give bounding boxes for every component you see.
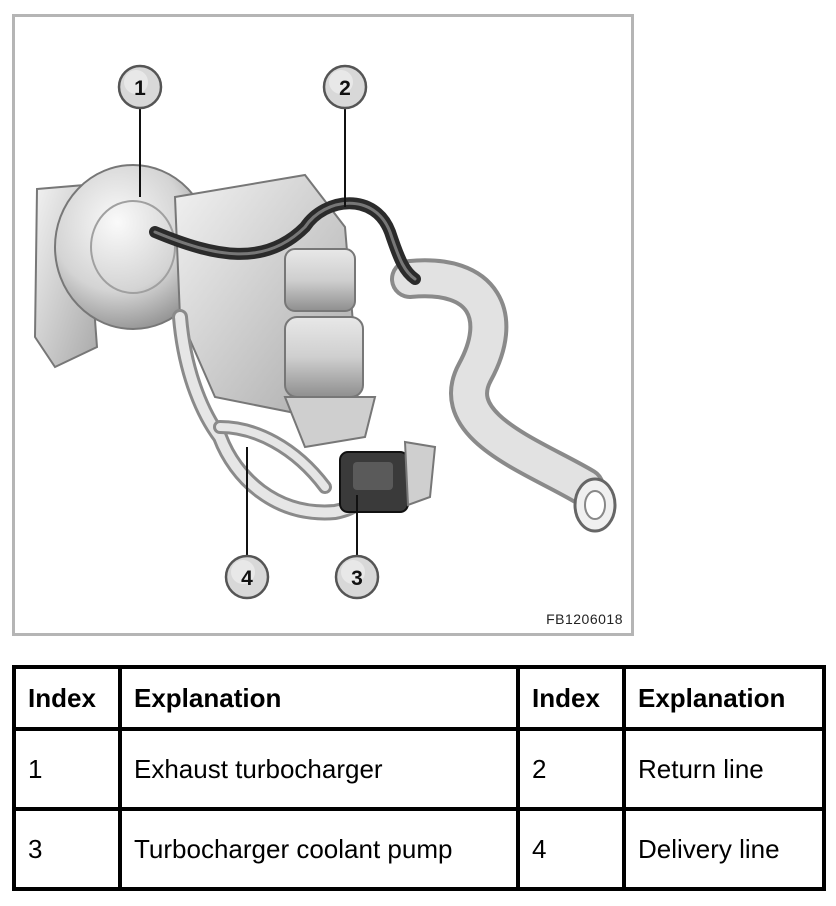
svg-text:1: 1 bbox=[134, 77, 146, 100]
turbocharger-drawing: 1 2 3 4 bbox=[33, 64, 617, 600]
figure-code: FB1206018 bbox=[546, 611, 623, 627]
index-cell: 1 bbox=[12, 727, 122, 811]
svg-text:4: 4 bbox=[241, 567, 253, 590]
table-row: 1 Exhaust turbocharger 2 Return line bbox=[12, 727, 826, 811]
explanation-cell: Return line bbox=[622, 727, 826, 811]
header-index: Index bbox=[516, 665, 626, 731]
explanation-cell: Turbocharger coolant pump bbox=[118, 807, 520, 891]
index-cell: 4 bbox=[516, 807, 626, 891]
legend-header-row: Index Explanation Index Explanation bbox=[12, 665, 826, 731]
legend-table: Index Explanation Index Explanation 1 Ex… bbox=[12, 665, 826, 891]
svg-text:3: 3 bbox=[351, 567, 363, 590]
explanation-cell: Exhaust turbocharger bbox=[118, 727, 520, 811]
callout-1: 1 bbox=[117, 64, 163, 110]
table-row: 3 Turbocharger coolant pump 4 Delivery l… bbox=[12, 807, 826, 891]
callout-4: 4 bbox=[224, 554, 270, 600]
header-index: Index bbox=[12, 665, 122, 731]
actuator-lower bbox=[284, 316, 364, 398]
callout-2: 2 bbox=[322, 64, 368, 110]
turbocharger-illustration: 1 2 3 4 FB1206018 bbox=[12, 14, 634, 636]
explanation-cell: Delivery line bbox=[622, 807, 826, 891]
index-cell: 3 bbox=[12, 807, 122, 891]
svg-text:2: 2 bbox=[339, 77, 351, 100]
actuator-upper bbox=[284, 248, 356, 312]
header-explanation: Explanation bbox=[622, 665, 826, 731]
index-cell: 2 bbox=[516, 727, 626, 811]
header-explanation: Explanation bbox=[118, 665, 520, 731]
callout-3: 3 bbox=[334, 554, 380, 600]
